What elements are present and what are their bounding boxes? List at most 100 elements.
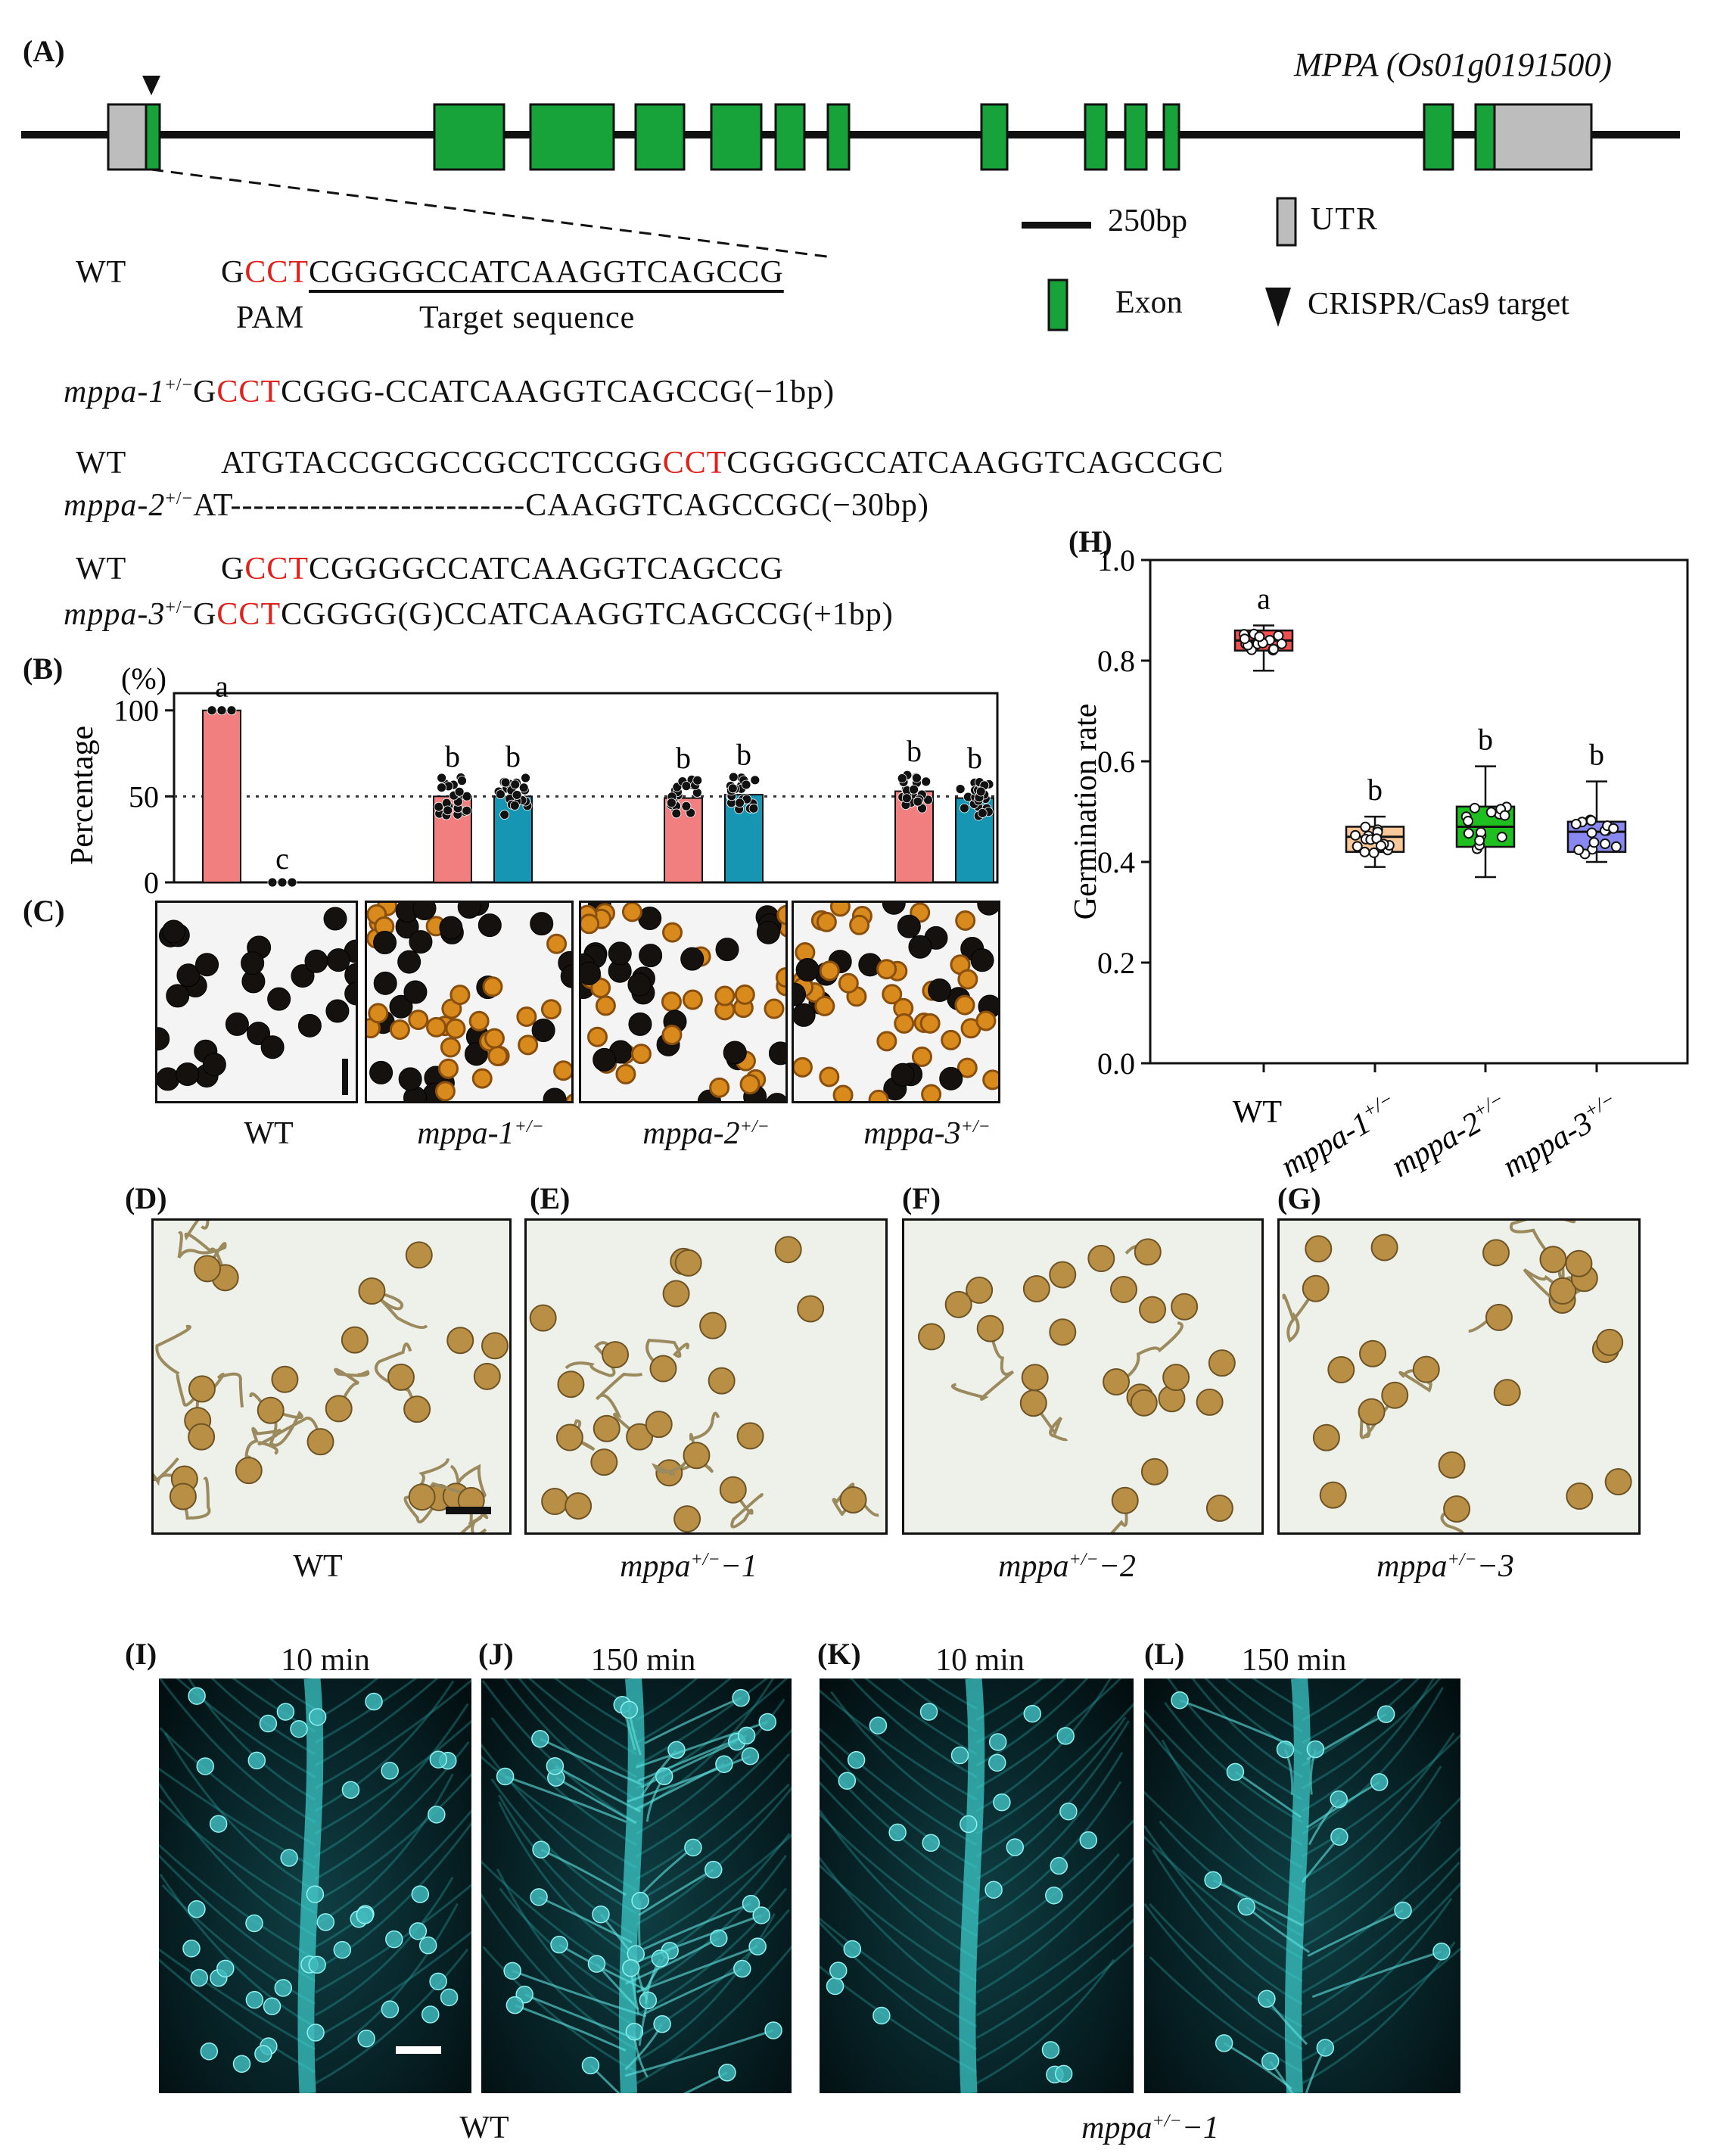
pollen-grain — [1130, 1389, 1158, 1417]
pollen-grain — [216, 1959, 235, 1978]
data-point — [913, 796, 923, 807]
exon — [145, 103, 161, 171]
pollen-grain — [733, 1959, 751, 1978]
y-tick-label: 0.8 — [1097, 644, 1135, 678]
pollen-grain — [653, 2014, 671, 2033]
pollen-germination-photo — [524, 1218, 888, 1535]
data-point — [434, 801, 444, 812]
viable-pollen — [326, 948, 350, 972]
stigma-hair — [820, 1781, 978, 1915]
panel-label-e: (E) — [530, 1181, 571, 1215]
pollen-grain — [503, 1962, 521, 1980]
stigma-hair — [975, 1703, 1134, 1835]
significance-letter: b — [736, 738, 751, 772]
pollen-grain — [1493, 1379, 1521, 1407]
viable-pollen — [323, 907, 347, 931]
viable-pollen — [766, 1093, 785, 1101]
pollen-tube — [625, 1937, 720, 1985]
stigma-hair — [636, 1945, 792, 2085]
viable-pollen — [409, 930, 433, 954]
stigma-hair — [1302, 1734, 1460, 1858]
stigma-hair — [210, 1678, 316, 1756]
aborted-pollen — [911, 1046, 932, 1067]
pollen-grain — [1604, 1468, 1632, 1496]
aborted-pollen — [814, 995, 835, 1016]
pollen-grain — [590, 1448, 618, 1476]
pollen-grain — [919, 1703, 938, 1721]
data-point — [454, 786, 465, 797]
stigma-hair — [925, 1678, 978, 1710]
pollen-grain — [196, 1757, 214, 1775]
pollen-grain — [1539, 1246, 1567, 1274]
pollen-grain — [271, 1365, 299, 1393]
pollen-grain — [944, 1290, 972, 1318]
pollen-grain — [1109, 1275, 1137, 1303]
data-point — [912, 773, 922, 783]
viable-pollen — [202, 1053, 226, 1077]
pollen-grain — [245, 1914, 263, 1933]
stigma-hair — [975, 1958, 1115, 2085]
stigma-hair — [829, 1691, 978, 1824]
exon — [1084, 103, 1108, 171]
aborted-pollen — [709, 1077, 730, 1098]
significance-letter: b — [445, 739, 460, 773]
caption-c-mppa2: mppa-2+/− — [642, 1116, 770, 1151]
stigma-hair — [975, 1918, 1134, 2039]
pollen-grain — [736, 1422, 764, 1450]
data-point — [727, 783, 738, 794]
caption-c-mppa1: mppa-1+/− — [417, 1116, 544, 1151]
data-point — [512, 790, 522, 800]
aborted-pollen — [919, 1013, 941, 1034]
pollen-grain — [341, 1326, 369, 1354]
viable-pollen — [225, 1012, 249, 1036]
pollen-tube — [1179, 1699, 1293, 1747]
stigma-hair — [498, 1794, 637, 1937]
pollen-grain — [496, 1767, 515, 1786]
pollen-grain — [418, 1936, 437, 1955]
data-point — [897, 773, 907, 783]
pollen-grain — [684, 1838, 702, 1857]
pollen-grain — [960, 1815, 978, 1834]
viable-pollen — [195, 953, 219, 977]
aborted-pollen — [775, 967, 785, 988]
pollen-grain — [1358, 1398, 1386, 1426]
pollen-grain — [546, 1757, 565, 1775]
viable-pollen — [581, 961, 601, 985]
viable-pollen — [530, 912, 554, 936]
pollen-grain — [188, 1900, 206, 1918]
pollen-grain — [381, 1762, 399, 1780]
pollen-grain — [194, 1255, 222, 1283]
viable-pollen — [627, 972, 652, 997]
aborted-pollen — [876, 959, 897, 980]
stigma-hair — [1302, 1678, 1435, 1812]
pollen-grain — [758, 1713, 776, 1731]
pollen-grain — [169, 1482, 197, 1510]
pollen-tube — [1311, 1950, 1442, 1999]
pollen-tube — [540, 1738, 642, 1786]
pollen-tube — [634, 1762, 725, 1811]
pollen-grain — [259, 1714, 278, 1733]
stigma-hair — [159, 1958, 316, 2074]
stigma-hair — [1302, 1821, 1442, 1949]
data-point — [437, 782, 446, 793]
scale-bar — [1022, 222, 1091, 229]
pollen-tube — [1282, 1287, 1317, 1343]
aborted-pollen — [868, 1089, 889, 1101]
pollen-tube — [257, 1416, 322, 1455]
data-point — [287, 877, 297, 888]
viable-pollen — [560, 964, 571, 988]
pollen-tube — [155, 1324, 204, 1407]
stigma-hair — [481, 1755, 637, 1869]
pollen-grain — [1022, 1275, 1050, 1303]
pollen-grain — [581, 2056, 600, 2075]
stigma-hair — [518, 1678, 637, 1778]
aborted-pollen — [615, 1063, 636, 1084]
data-point — [510, 779, 521, 790]
pollen-grain — [409, 1922, 428, 1940]
pollen-grain — [235, 1457, 263, 1485]
mppa2-sequence: mppa-2+/−AT--------------------------CAA… — [64, 488, 929, 523]
stigma-hair — [268, 1678, 316, 1710]
pollen-grain — [1359, 1339, 1387, 1367]
data-point — [1485, 807, 1497, 818]
viable-pollen — [325, 999, 350, 1023]
